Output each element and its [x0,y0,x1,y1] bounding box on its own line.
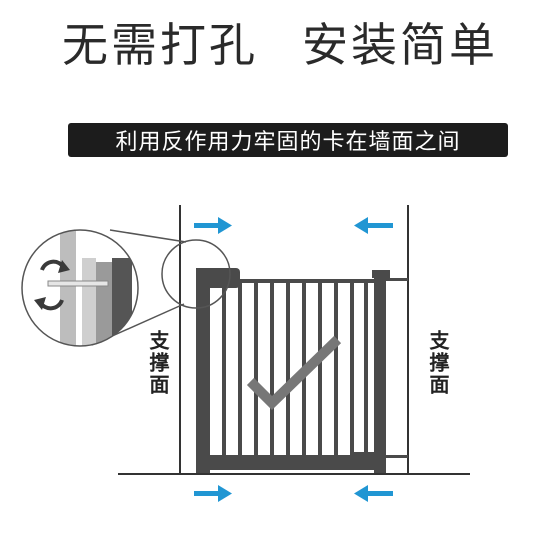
headline-easy-install: 安装简单 [302,18,498,72]
arrow-right-icon [194,217,232,234]
headline: 无需打孔 安装简单 [0,22,560,68]
subtitle-text: 利用反作用力牢固的卡在墙面之间 [115,130,461,155]
zoom-detail [22,230,138,346]
arrow-right-icon [194,485,232,502]
support-surface-label-right: 支撑面 [426,330,450,396]
magnifier-small-circle [161,239,231,309]
magnifier-connector-top [109,229,187,243]
arrow-left-icon [354,217,393,234]
checkmark-icon [246,335,342,411]
zoom-circle [21,229,139,347]
gate-bars [222,283,368,455]
headline-no-drilling: 无需打孔 [62,18,258,72]
support-surface-label-left: 支撑面 [146,330,170,396]
arrow-left-icon [354,485,393,502]
rotate-icon [34,259,70,311]
subtitle-banner: 利用反作用力牢固的卡在墙面之间 [68,123,508,157]
